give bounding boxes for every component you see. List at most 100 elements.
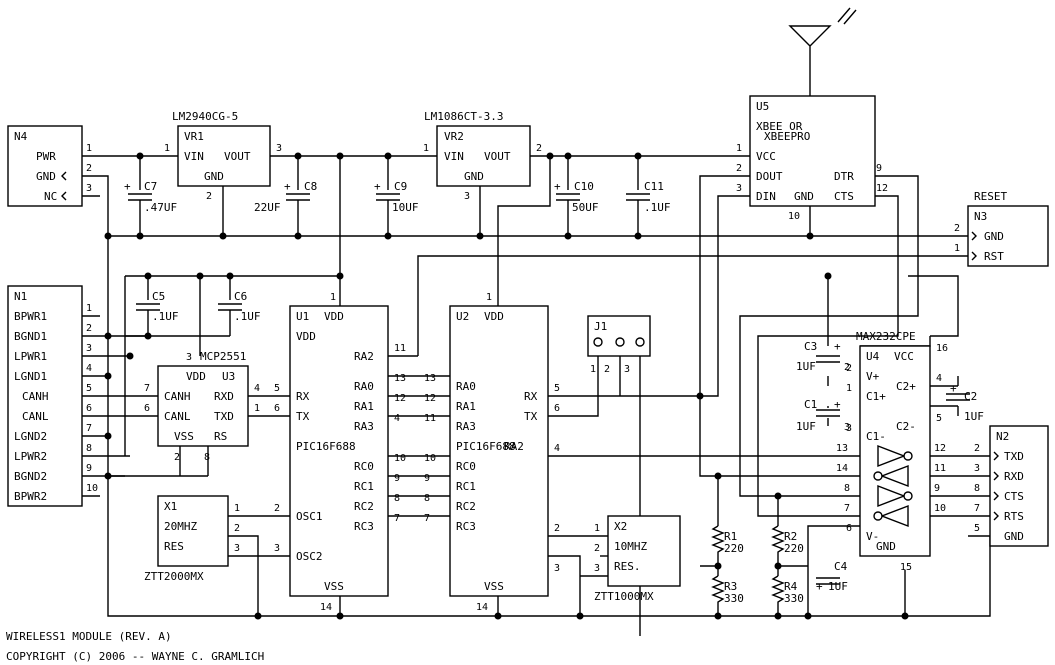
u1-pin-num: 8 [394, 493, 400, 504]
u1-pin-label: RC3 [354, 520, 374, 533]
u4-pin: 2 [846, 363, 852, 374]
c10-ref: C10 [574, 180, 594, 193]
ic-u3: 3 MCP2551 VDD U3 CANH RXD CANL TXD VSS R… [144, 350, 260, 463]
u4-left-pin: 13 [836, 443, 848, 454]
capacitor-c6: C6 .1UF [218, 290, 261, 323]
capacitor-c4: + C4 1UF [816, 560, 848, 593]
n2-pin-label: RTS [1004, 510, 1024, 523]
connector-n2: N2 TXD RXD CTS RTS GND 2 3 8 7 5 [974, 425, 1049, 547]
x1-ref: X1 [164, 500, 177, 513]
c6-value: .1UF [234, 310, 261, 323]
j1-pin-num: 2 [604, 364, 610, 375]
n2-ref: N2 [996, 430, 1009, 443]
u2-pin-num: 12 [424, 393, 436, 404]
capacitor-c2: + C2 1UF [946, 382, 984, 423]
c2-plus: + [950, 382, 957, 395]
u2-part: PIC16F688 [456, 440, 516, 453]
buffer-icon [877, 444, 913, 468]
vr2-ref: VR2 [444, 130, 464, 143]
capacitor-c1: + C1 1UF 3 [796, 398, 850, 433]
capacitor-c7: + C7 .47UF [124, 180, 177, 214]
u2-pin-label: RA3 [456, 420, 476, 433]
u4-right-pin: 12 [934, 443, 946, 454]
junction [806, 232, 814, 240]
x2-pin: 1 [594, 523, 600, 534]
resistor-r3: R3 330 [711, 575, 744, 606]
junction [634, 152, 642, 160]
junction [294, 232, 302, 240]
u4-c1m: C1- [866, 430, 886, 443]
r3-ref: R3 [724, 580, 737, 593]
u2-pin-label: RC1 [456, 480, 476, 493]
n1-pin-num: 1 [86, 303, 92, 314]
n1-pin-num: 3 [86, 343, 92, 354]
ic-u1: U1 VDD VDD RX TX PIC16F688 OSC1 OSC2 VSS… [274, 292, 406, 613]
n3-pin-num: 1 [954, 243, 960, 254]
x2-part: ZTT1000MX [594, 590, 654, 603]
c3-plus: + [834, 340, 841, 353]
u1-pin: 6 [274, 403, 280, 414]
u4-right-pin: 9 [934, 483, 940, 494]
junction [136, 152, 144, 160]
u3-vss: VSS [174, 430, 194, 443]
n2-pin-num: 7 [974, 503, 980, 514]
r2-ref: R2 [784, 530, 797, 543]
r4-ref: R4 [784, 580, 798, 593]
junction [476, 232, 484, 240]
j1-pin-1 [593, 337, 603, 347]
u1-part: PIC16F688 [296, 440, 356, 453]
u2-pin-num: 8 [424, 493, 430, 504]
u3-pin: 8 [204, 452, 210, 463]
resonator-x1: X1 20MHZ RES ZTT2000MX 1 2 3 [144, 495, 250, 583]
u1-pin-num: 9 [394, 473, 400, 484]
n4-pin-num: 2 [86, 163, 92, 174]
capacitor-c5: C5 .1UF [136, 290, 179, 323]
u4-vplus: V+ [866, 370, 880, 383]
u1-osc2: OSC2 [296, 550, 323, 563]
u3-pin: 7 [144, 383, 150, 394]
junction [774, 492, 782, 500]
u4-c2p: C2+ [896, 380, 916, 393]
u2-pin: 1 [486, 292, 492, 303]
u2-pin: 14 [476, 602, 488, 613]
x2-pin: 3 [594, 563, 600, 574]
junction [774, 612, 782, 620]
junction [384, 232, 392, 240]
u5-dout: DOUT [756, 170, 783, 183]
u4-pin: 5 [936, 413, 942, 424]
r3-value: 330 [724, 592, 744, 605]
u3-canh: CANH [164, 390, 191, 403]
connector-n1: N1 BPWR1 BGND1 LPWR1 LGND1 CANH CANL LGN… [7, 285, 100, 507]
u2-pin-num: 13 [424, 373, 436, 384]
c4-ref: C4 [834, 560, 848, 573]
c7-ref: C7 [144, 180, 157, 193]
u1-pin: 1 [330, 292, 336, 303]
vr1-pin: 3 [276, 143, 282, 154]
buffer-icon [873, 504, 909, 528]
n2-pin-num: 5 [974, 523, 980, 534]
junction [126, 352, 134, 360]
capacitor-c9: + C9 10UF [374, 180, 419, 214]
u1-pin-num: 11 [394, 343, 406, 354]
u3-canl: CANL [164, 410, 191, 423]
n1-pin-num: 6 [86, 403, 92, 414]
u3-pin: 3 [186, 352, 192, 363]
r1-value: 220 [724, 542, 744, 555]
u1-pin: 3 [274, 543, 280, 554]
vr1-vin: VIN [184, 150, 204, 163]
n1-pin-num: 8 [86, 443, 92, 454]
title-block: WIRELESS1 MODULE (REV. A) COPYRIGHT (C) … [6, 630, 264, 663]
u5-gnd: GND [794, 190, 814, 203]
u3-pin: 2 [174, 452, 180, 463]
u4-left-pin: 14 [836, 463, 848, 474]
c6-ref: C6 [234, 290, 247, 303]
n3-pin-label: GND [984, 230, 1004, 243]
ic-u4: MAX232CPE U4 VCC V+ C1+ C1- C2+ C2- V- G… [836, 330, 948, 573]
capacitor-c11: C11 .1UF [626, 180, 671, 214]
u1-pin-num: 4 [394, 413, 400, 424]
c3-value: 1UF [796, 360, 816, 373]
u3-rs: RS [214, 430, 227, 443]
x1-pin: 1 [234, 503, 240, 514]
u5-cts: CTS [834, 190, 854, 203]
u1-vdd2: VDD [296, 330, 316, 343]
